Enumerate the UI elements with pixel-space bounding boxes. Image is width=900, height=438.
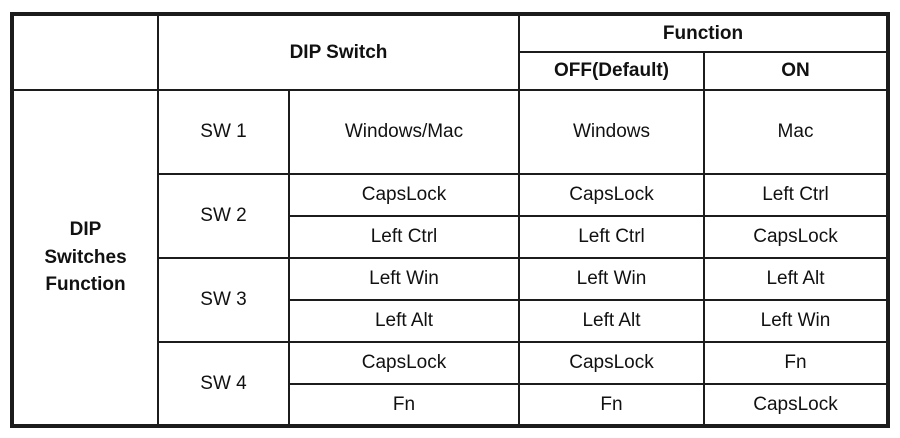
off-cell: CapsLock xyxy=(518,173,705,217)
row-label-dip-switches-function: DIP Switches Function xyxy=(11,89,159,427)
header-on: ON xyxy=(702,51,890,91)
header-off-default: OFF(Default) xyxy=(518,51,705,91)
table-row: SW 2 CapsLock CapsLock Left Ctrl xyxy=(12,173,890,259)
switch-cell-sw3: SW 3 xyxy=(157,257,290,343)
row-label-line-3: Function xyxy=(45,274,126,296)
on-cell: Mac xyxy=(702,89,890,175)
item-cell: Fn xyxy=(288,383,520,427)
table-row: DIP Switches Function SW 1 Windows/Mac W… xyxy=(11,89,890,427)
on-cell: Left Alt xyxy=(702,257,890,301)
off-cell: CapsLock xyxy=(518,341,705,385)
off-cell: Left Alt xyxy=(518,299,705,343)
on-cell: Left Win xyxy=(702,299,890,343)
on-cell: CapsLock xyxy=(702,383,890,427)
on-cell: Left Ctrl xyxy=(702,173,890,217)
header-function: Function xyxy=(517,13,890,53)
table-row: SW 4 CapsLock CapsLock Fn xyxy=(12,341,890,427)
table-row: Left Ctrl Left Ctrl CapsLock xyxy=(12,215,890,259)
switch-cell-sw2: SW 2 xyxy=(157,173,290,259)
item-cell: Left Win xyxy=(288,257,520,301)
off-cell: Windows xyxy=(518,89,705,175)
dip-switch-function-table-wrap: DIP Switch Function OFF(Default) ON DIP … xyxy=(10,12,891,428)
off-cell: Left Win xyxy=(518,257,705,301)
row-label-line-2: Switches xyxy=(44,246,127,268)
switch-cell-sw4: SW 4 xyxy=(157,341,290,427)
item-cell: CapsLock xyxy=(288,341,520,385)
on-cell: Fn xyxy=(702,341,890,385)
off-cell: Fn xyxy=(518,383,705,427)
table-row: Fn Fn CapsLock xyxy=(12,383,890,427)
table-row: Left Alt Left Alt Left Win xyxy=(12,299,890,343)
switch-cell-sw1: SW 1 xyxy=(157,89,290,175)
off-cell: Left Ctrl xyxy=(518,215,705,259)
item-cell: Left Ctrl xyxy=(288,215,520,259)
item-cell: Windows/Mac xyxy=(288,89,520,175)
corner-empty-cell xyxy=(11,13,159,91)
on-cell: CapsLock xyxy=(702,215,890,259)
table-row: SW 3 Left Win Left Win Left Alt xyxy=(12,257,890,343)
header-dip-switch: DIP Switch xyxy=(157,13,520,91)
item-cell: Left Alt xyxy=(288,299,520,343)
dip-switch-function-table: DIP Switch Function OFF(Default) ON DIP … xyxy=(10,12,891,428)
item-cell: CapsLock xyxy=(288,173,520,217)
row-label-line-1: DIP xyxy=(69,219,102,241)
